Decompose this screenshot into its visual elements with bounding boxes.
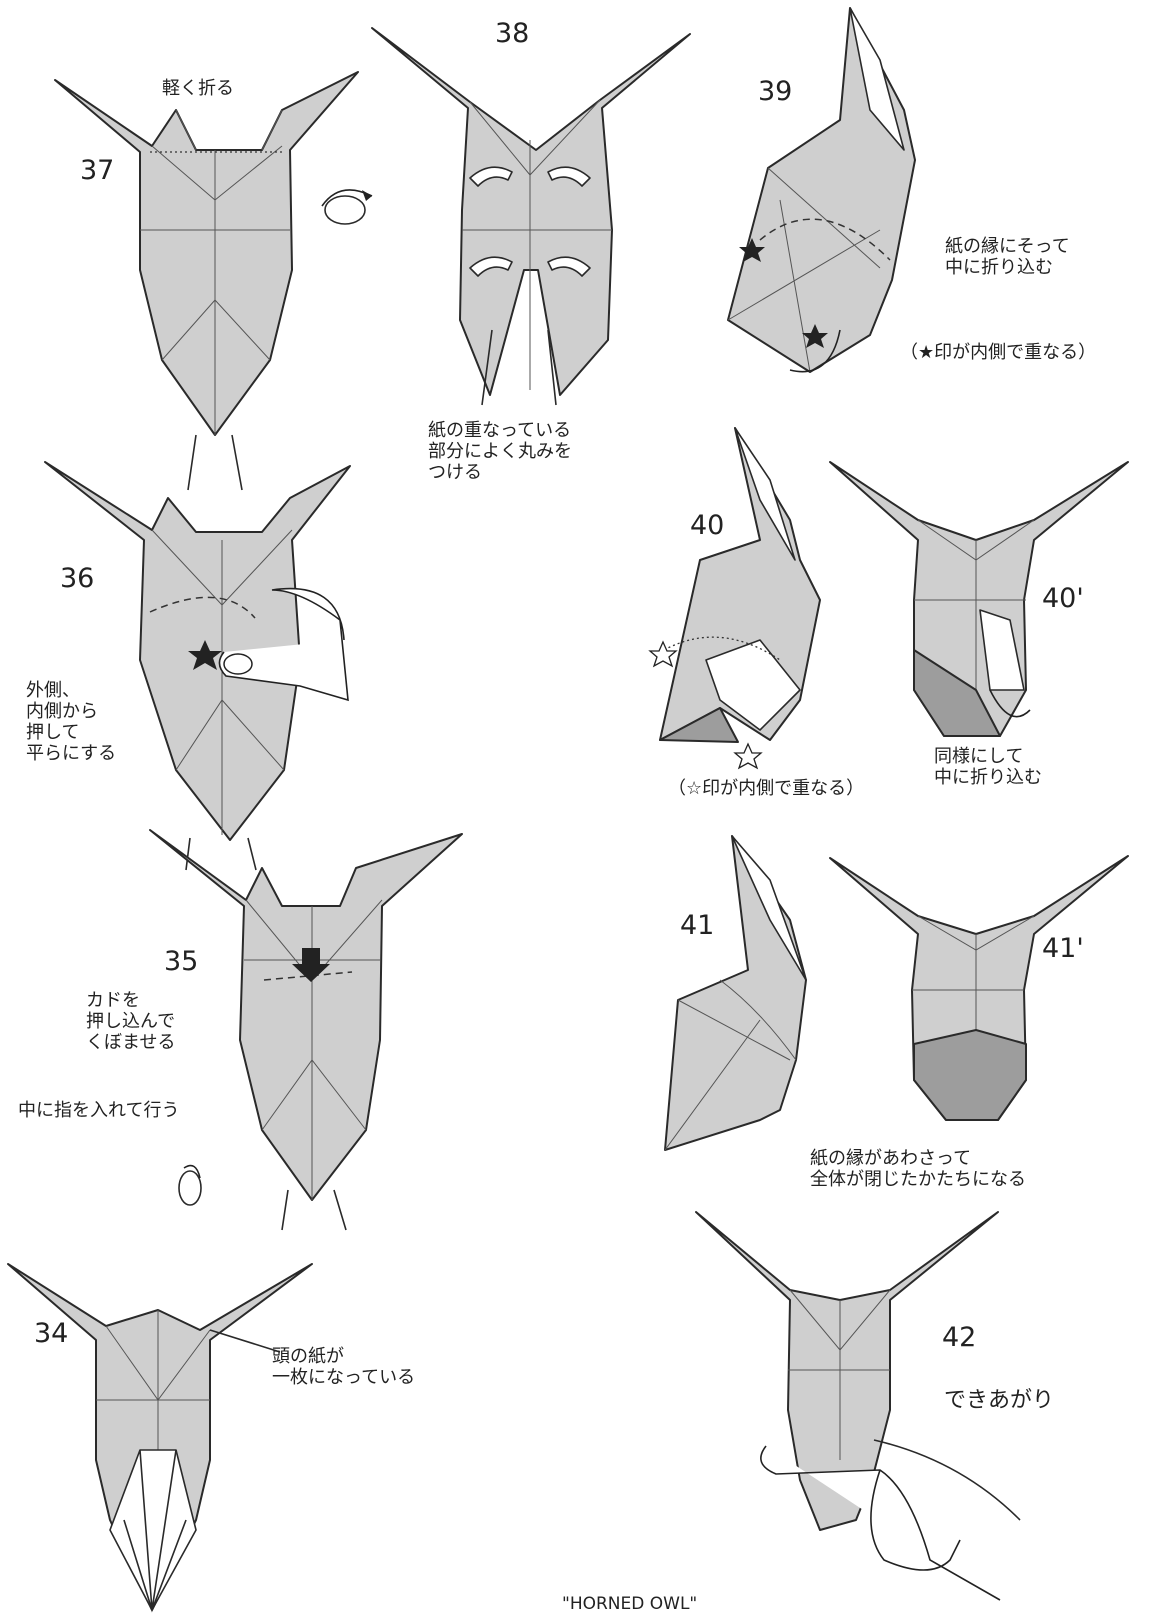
step-number-41: 41	[680, 910, 714, 941]
note-round-layers: 紙の重なっている 部分によく丸みを つける	[428, 420, 572, 483]
step-number-34: 34	[34, 1318, 68, 1349]
note-push-corner: カドを 押し込んで くぼませる	[86, 990, 175, 1053]
step-40-figure	[650, 428, 820, 768]
step-number-37: 37	[80, 155, 114, 186]
step-number-36: 36	[60, 563, 94, 594]
hollow-star-icon	[735, 744, 761, 768]
diagram-title: "HORNED OWL"	[562, 1594, 697, 1614]
step-number-42: 42	[942, 1322, 976, 1353]
note-head-single-layer: 頭の紙が 一枚になっている	[272, 1346, 415, 1388]
note-edges-meet: 紙の縁があわさって 全体が閉じたかたちになる	[810, 1148, 1026, 1190]
turn-over-icon-a	[322, 190, 372, 224]
note-press-flat: 外側、 内側から 押して 平らにする	[26, 680, 116, 764]
step-number-39: 39	[758, 76, 792, 107]
step-number-38: 38	[495, 18, 529, 49]
step-37-figure	[55, 72, 358, 490]
hollow-star-icon	[650, 642, 676, 666]
note-fold-lightly: 軽く折る	[162, 78, 234, 99]
step-number-41-prime: 41'	[1042, 933, 1084, 964]
step-number-40-prime: 40'	[1042, 583, 1084, 614]
step-number-40: 40	[690, 510, 724, 541]
note-hollow-star-overlap: （☆印が内側で重なる）	[668, 778, 864, 799]
step-41p-figure	[830, 856, 1128, 1120]
step-38-figure	[372, 28, 690, 405]
note-finger-inside: 中に指を入れて行う	[18, 1100, 179, 1121]
note-fold-inside-along-edge: 紙の縁にそって 中に折り込む	[945, 236, 1070, 278]
step-41-figure	[665, 836, 806, 1150]
step-number-35: 35	[164, 946, 198, 977]
step-39-figure	[728, 8, 915, 372]
note-finished: できあがり	[944, 1390, 1054, 1411]
turn-over-icon-b	[179, 1166, 201, 1205]
step-36-figure	[45, 462, 350, 870]
note-filled-star-overlap: （★印が内側で重なる）	[900, 342, 1096, 363]
step-34-figure	[8, 1264, 312, 1610]
note-same-fold-inside: 同様にして 中に折り込む	[934, 746, 1042, 788]
